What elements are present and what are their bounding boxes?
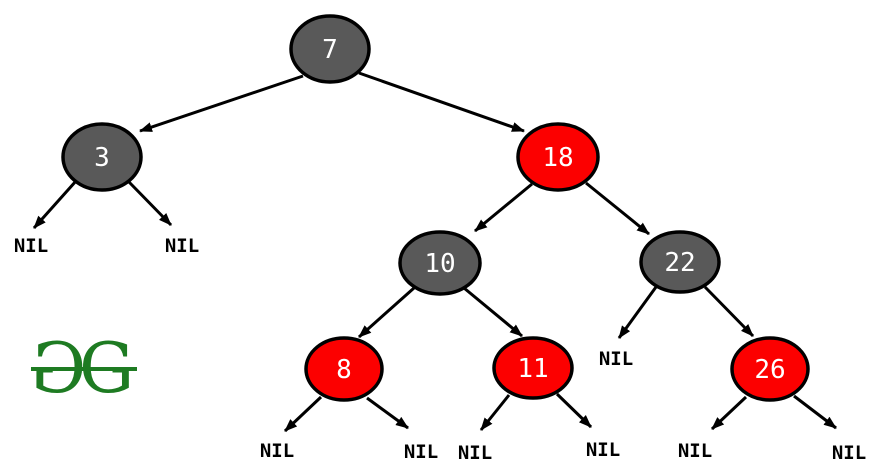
edge-11-to-nil-right xyxy=(555,392,593,429)
edge-3-to-nil-left xyxy=(32,180,78,229)
node-7-ellipse xyxy=(289,14,371,84)
node-10-label: 10 xyxy=(424,249,455,279)
edge-11-to-nil-left xyxy=(479,394,511,431)
node-18-ellipse xyxy=(516,122,600,192)
node-3-ellipse xyxy=(61,122,143,192)
nil-label-8-right: NIL xyxy=(404,441,438,463)
node-22-label: 22 xyxy=(664,248,695,278)
edge-8-to-nil-right xyxy=(366,396,409,430)
edge-22-to-nil-left xyxy=(617,286,658,339)
node-11-label: 11 xyxy=(517,354,548,384)
nil-label-3-right: NIL xyxy=(165,235,199,257)
nil-label-26-right: NIL xyxy=(832,442,866,464)
nil-label-22-left: NIL xyxy=(599,348,633,370)
node-11-ellipse xyxy=(492,336,574,400)
edge-22-to-26 xyxy=(703,285,755,338)
edge-7-to-3 xyxy=(139,74,304,133)
edge-7-to-18 xyxy=(358,71,525,133)
edge-18-to-22 xyxy=(585,181,650,236)
node-26-ellipse xyxy=(730,336,810,402)
edge-10-to-11 xyxy=(463,286,523,338)
edge-18-to-10 xyxy=(474,182,533,233)
nil-label-3-left: NIL xyxy=(14,235,48,257)
edge-26-to-nil-right xyxy=(793,394,837,430)
node-22-ellipse xyxy=(639,230,721,294)
edges xyxy=(32,71,837,433)
edge-8-to-nil-left xyxy=(283,395,323,433)
nil-label-11-right: NIL xyxy=(586,439,620,461)
edge-26-to-nil-left xyxy=(710,395,748,431)
node-8-label: 8 xyxy=(336,355,352,385)
node-7-label: 7 xyxy=(322,35,338,65)
nil-labels: NIL NIL NIL NIL NIL NIL NIL NIL NIL xyxy=(14,235,866,464)
node-8-ellipse xyxy=(304,336,384,402)
node-18-label: 18 xyxy=(542,143,573,173)
edge-10-to-8 xyxy=(358,286,415,339)
edge-3-to-nil-right xyxy=(127,180,173,227)
logo-crossbar xyxy=(31,367,137,371)
nodes: 7 3 18 10 22 8 11 26 xyxy=(61,14,810,402)
nil-label-26-left: NIL xyxy=(678,440,712,462)
nil-label-8-left: NIL xyxy=(260,440,294,462)
geeksforgeeks-logo: GG xyxy=(31,329,137,409)
node-10-ellipse xyxy=(398,230,482,296)
nil-label-11-left: NIL xyxy=(458,442,492,464)
node-3-label: 3 xyxy=(94,143,110,173)
node-26-label: 26 xyxy=(754,355,785,385)
